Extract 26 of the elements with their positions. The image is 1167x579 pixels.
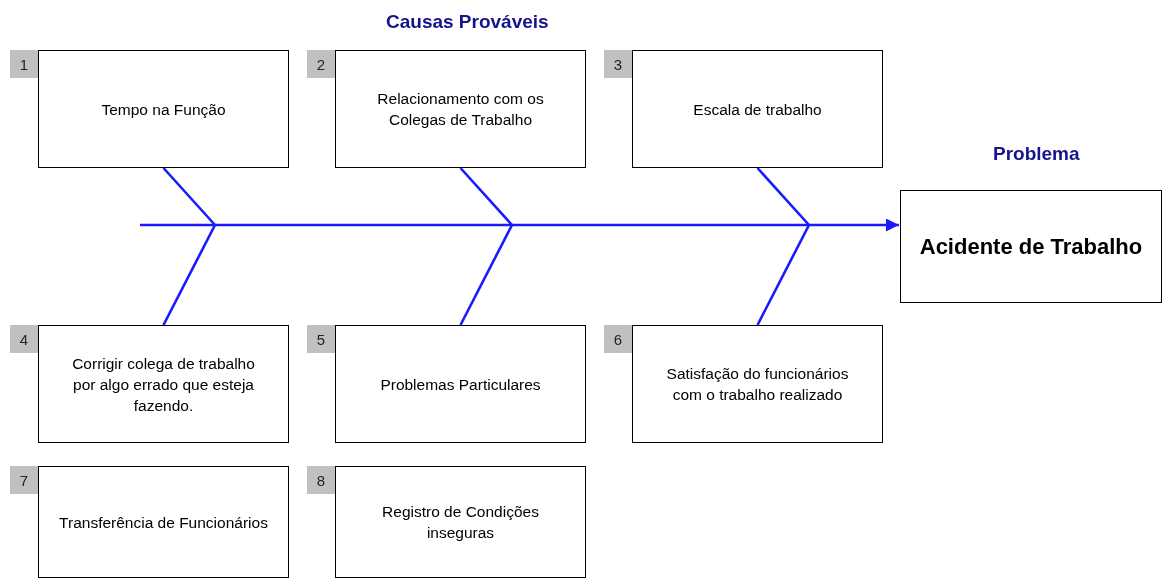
bone-line <box>162 167 216 226</box>
cause-text: Tempo na Função <box>100 99 227 120</box>
problem-text: Acidente de Trabalho <box>919 233 1143 260</box>
number-tag: 8 <box>307 466 335 494</box>
number-tag: 5 <box>307 325 335 353</box>
number-tag: 4 <box>10 325 38 353</box>
number-tag: 6 <box>604 325 632 353</box>
cause-text: Satisfação do funcionários com o trabalho realizado <box>665 364 850 405</box>
cause-text: Relacionamento com os Colegas de Trabalho <box>376 89 545 130</box>
cause-text: Escala de trabalho <box>692 99 823 120</box>
number-tag: 2 <box>307 50 335 78</box>
number-tag: 3 <box>604 50 632 78</box>
bone-line <box>756 167 810 226</box>
bone-line <box>459 224 514 326</box>
bone-line <box>459 167 513 226</box>
number-tag: 7 <box>10 466 38 494</box>
number-tag: 1 <box>10 50 38 78</box>
cause-text: Registro de Condições inseguras <box>381 502 540 543</box>
bone-line <box>162 224 217 326</box>
cause-text: Problemas Particulares <box>379 374 542 395</box>
bone-line <box>756 224 811 326</box>
cause-text: Corrigir colega de trabalho por algo errado que esteja fazendo. <box>71 353 256 416</box>
box-heading: Problema <box>993 143 1080 165</box>
diagram-title: Causas Prováveis <box>386 11 549 33</box>
cause-text: Transferência de Funcionários <box>58 512 269 533</box>
spine-arrow <box>140 218 899 232</box>
